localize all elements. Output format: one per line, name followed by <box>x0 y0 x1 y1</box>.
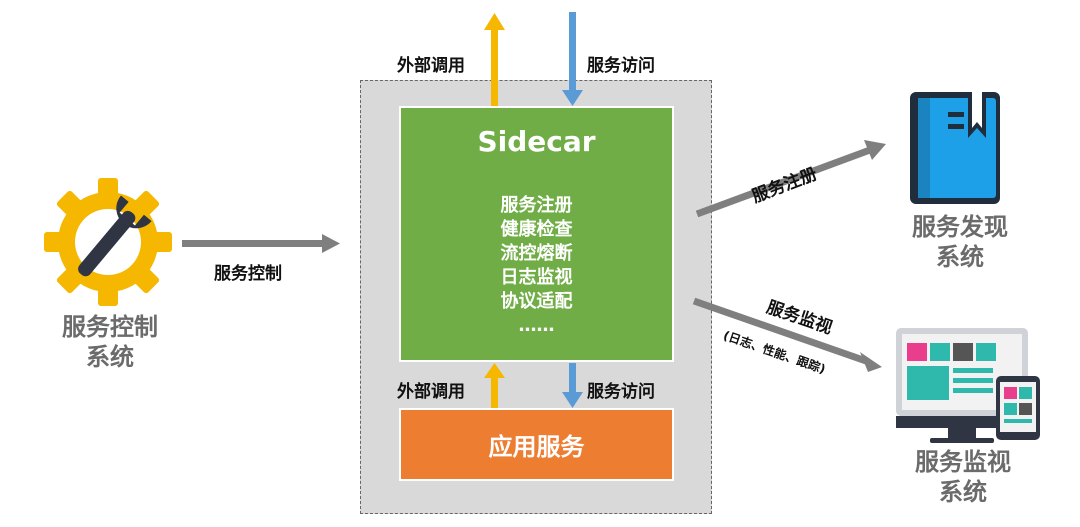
sidecar-box <box>399 106 674 362</box>
app-service-label: 应用服务 <box>488 433 585 461</box>
top-external-call-label: 外部调用 <box>397 56 465 76</box>
devices-icon <box>896 328 1040 443</box>
app-service-box: 应用服务 <box>399 408 674 481</box>
sidecar-feature-list: 服务注册 健康检查 流控熔断 日志监视 协议适配 …… <box>399 194 674 338</box>
feature-item: …… <box>518 315 555 336</box>
service-control-arrow <box>182 234 340 253</box>
service-control-arrow-label: 服务控制 <box>214 264 282 284</box>
top-external-call-arrow <box>484 13 505 106</box>
feature-item: 健康检查 <box>500 219 573 240</box>
gear-wrench-icon <box>44 178 172 306</box>
service-control-system-name: 服务控制 系统 <box>62 313 158 371</box>
top-service-access-arrow <box>562 12 583 106</box>
top-service-access-label: 服务访问 <box>587 56 655 76</box>
bottom-external-call-label: 外部调用 <box>397 382 465 402</box>
service-monitor-arrow <box>692 297 882 372</box>
service-registration-arrow <box>695 140 886 218</box>
bottom-service-access-arrow <box>562 363 583 408</box>
service-discovery-system-name: 服务发现 系统 <box>912 213 1008 271</box>
notebook-icon <box>910 92 1000 204</box>
bottom-external-call-arrow <box>484 363 505 408</box>
bottom-service-access-label: 服务访问 <box>587 382 655 402</box>
feature-item: 日志监视 <box>500 267 573 288</box>
feature-item: 服务注册 <box>500 195 573 216</box>
feature-item: 流控熔断 <box>500 243 573 264</box>
feature-item: 协议适配 <box>500 291 573 312</box>
sidecar-title: Sidecar <box>477 125 596 158</box>
service-monitor-system-name: 服务监视 系统 <box>915 448 1011 506</box>
